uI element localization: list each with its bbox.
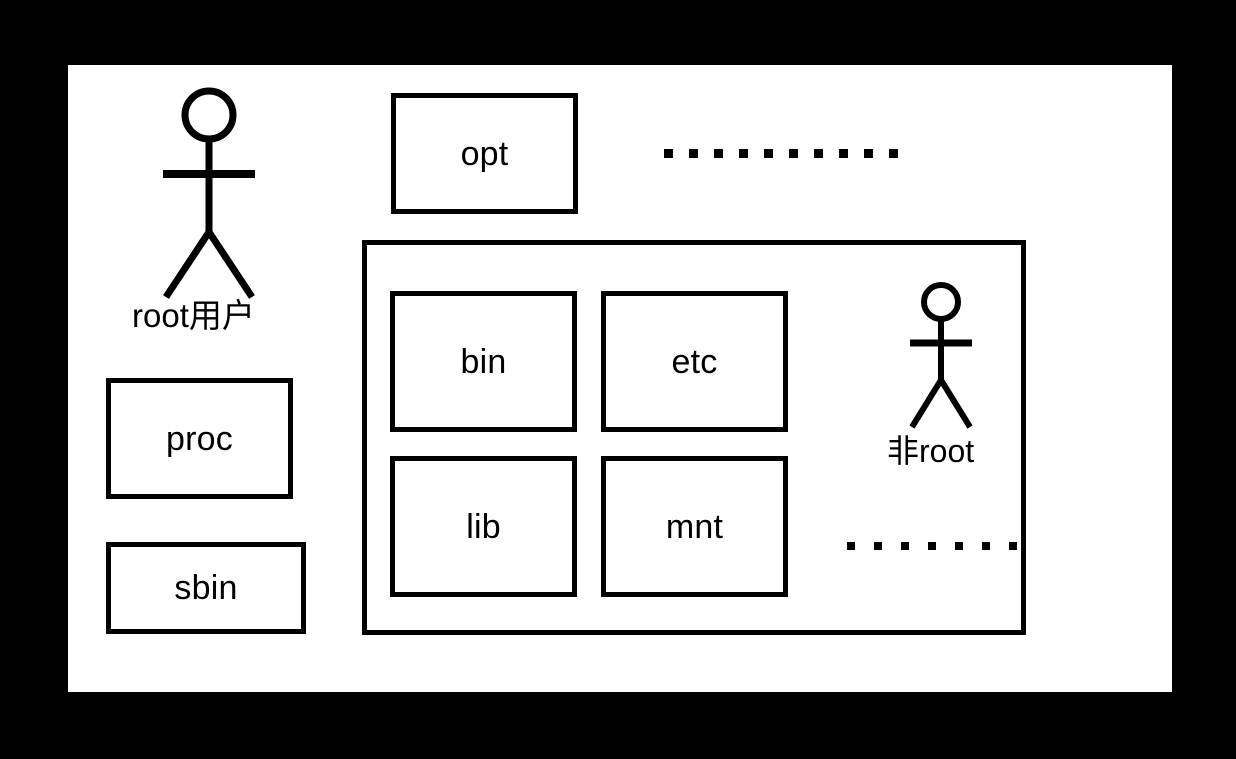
ellipsis-dot — [739, 149, 748, 158]
ellipsis-dot — [764, 149, 773, 158]
ellipsis-dot — [889, 149, 898, 158]
ellipsis-dot — [982, 542, 990, 550]
box-bin-label: bin — [460, 342, 507, 381]
non-root-user-actor[interactable] — [901, 277, 989, 437]
box-lib[interactable]: lib — [390, 456, 577, 597]
non-root-user-label: 非root — [887, 433, 975, 469]
ellipsis-dot — [664, 149, 673, 158]
ellipsis-dot — [714, 149, 723, 158]
ellipsis-dot — [789, 149, 798, 158]
box-opt[interactable]: opt — [391, 93, 578, 214]
ellipsis-dot — [689, 149, 698, 158]
diagram-canvas: root用户 opt proc sbin — [68, 65, 1172, 692]
ellipsis-dot — [901, 542, 909, 550]
box-bin[interactable]: bin — [390, 291, 577, 432]
box-sbin-label: sbin — [174, 569, 238, 607]
box-mnt[interactable]: mnt — [601, 456, 788, 597]
ellipsis-dot — [839, 149, 848, 158]
ellipsis-dot — [847, 542, 855, 550]
ellipsis-dot — [814, 149, 823, 158]
non-root-accessible-container[interactable]: bin etc lib mnt — [362, 240, 1026, 635]
box-proc-label: proc — [166, 419, 233, 458]
stick-figure-icon — [909, 282, 973, 429]
ellipsis-dot — [955, 542, 963, 550]
box-etc[interactable]: etc — [601, 291, 788, 432]
root-user-label: root用户 — [132, 297, 255, 334]
root-user-actor[interactable] — [153, 85, 273, 305]
ellipsis-dot — [1009, 542, 1017, 550]
box-lib-label: lib — [466, 507, 501, 546]
ellipsis-dot — [864, 149, 873, 158]
box-etc-label: etc — [671, 342, 718, 381]
box-opt-label: opt — [460, 134, 509, 173]
ellipsis-top — [664, 149, 898, 158]
box-proc[interactable]: proc — [106, 378, 293, 499]
ellipsis-dot — [928, 542, 936, 550]
box-mnt-label: mnt — [665, 507, 724, 546]
stick-figure-icon — [163, 87, 255, 299]
ellipsis-bottom — [847, 542, 1017, 550]
ellipsis-dot — [874, 542, 882, 550]
box-sbin[interactable]: sbin — [106, 542, 306, 634]
